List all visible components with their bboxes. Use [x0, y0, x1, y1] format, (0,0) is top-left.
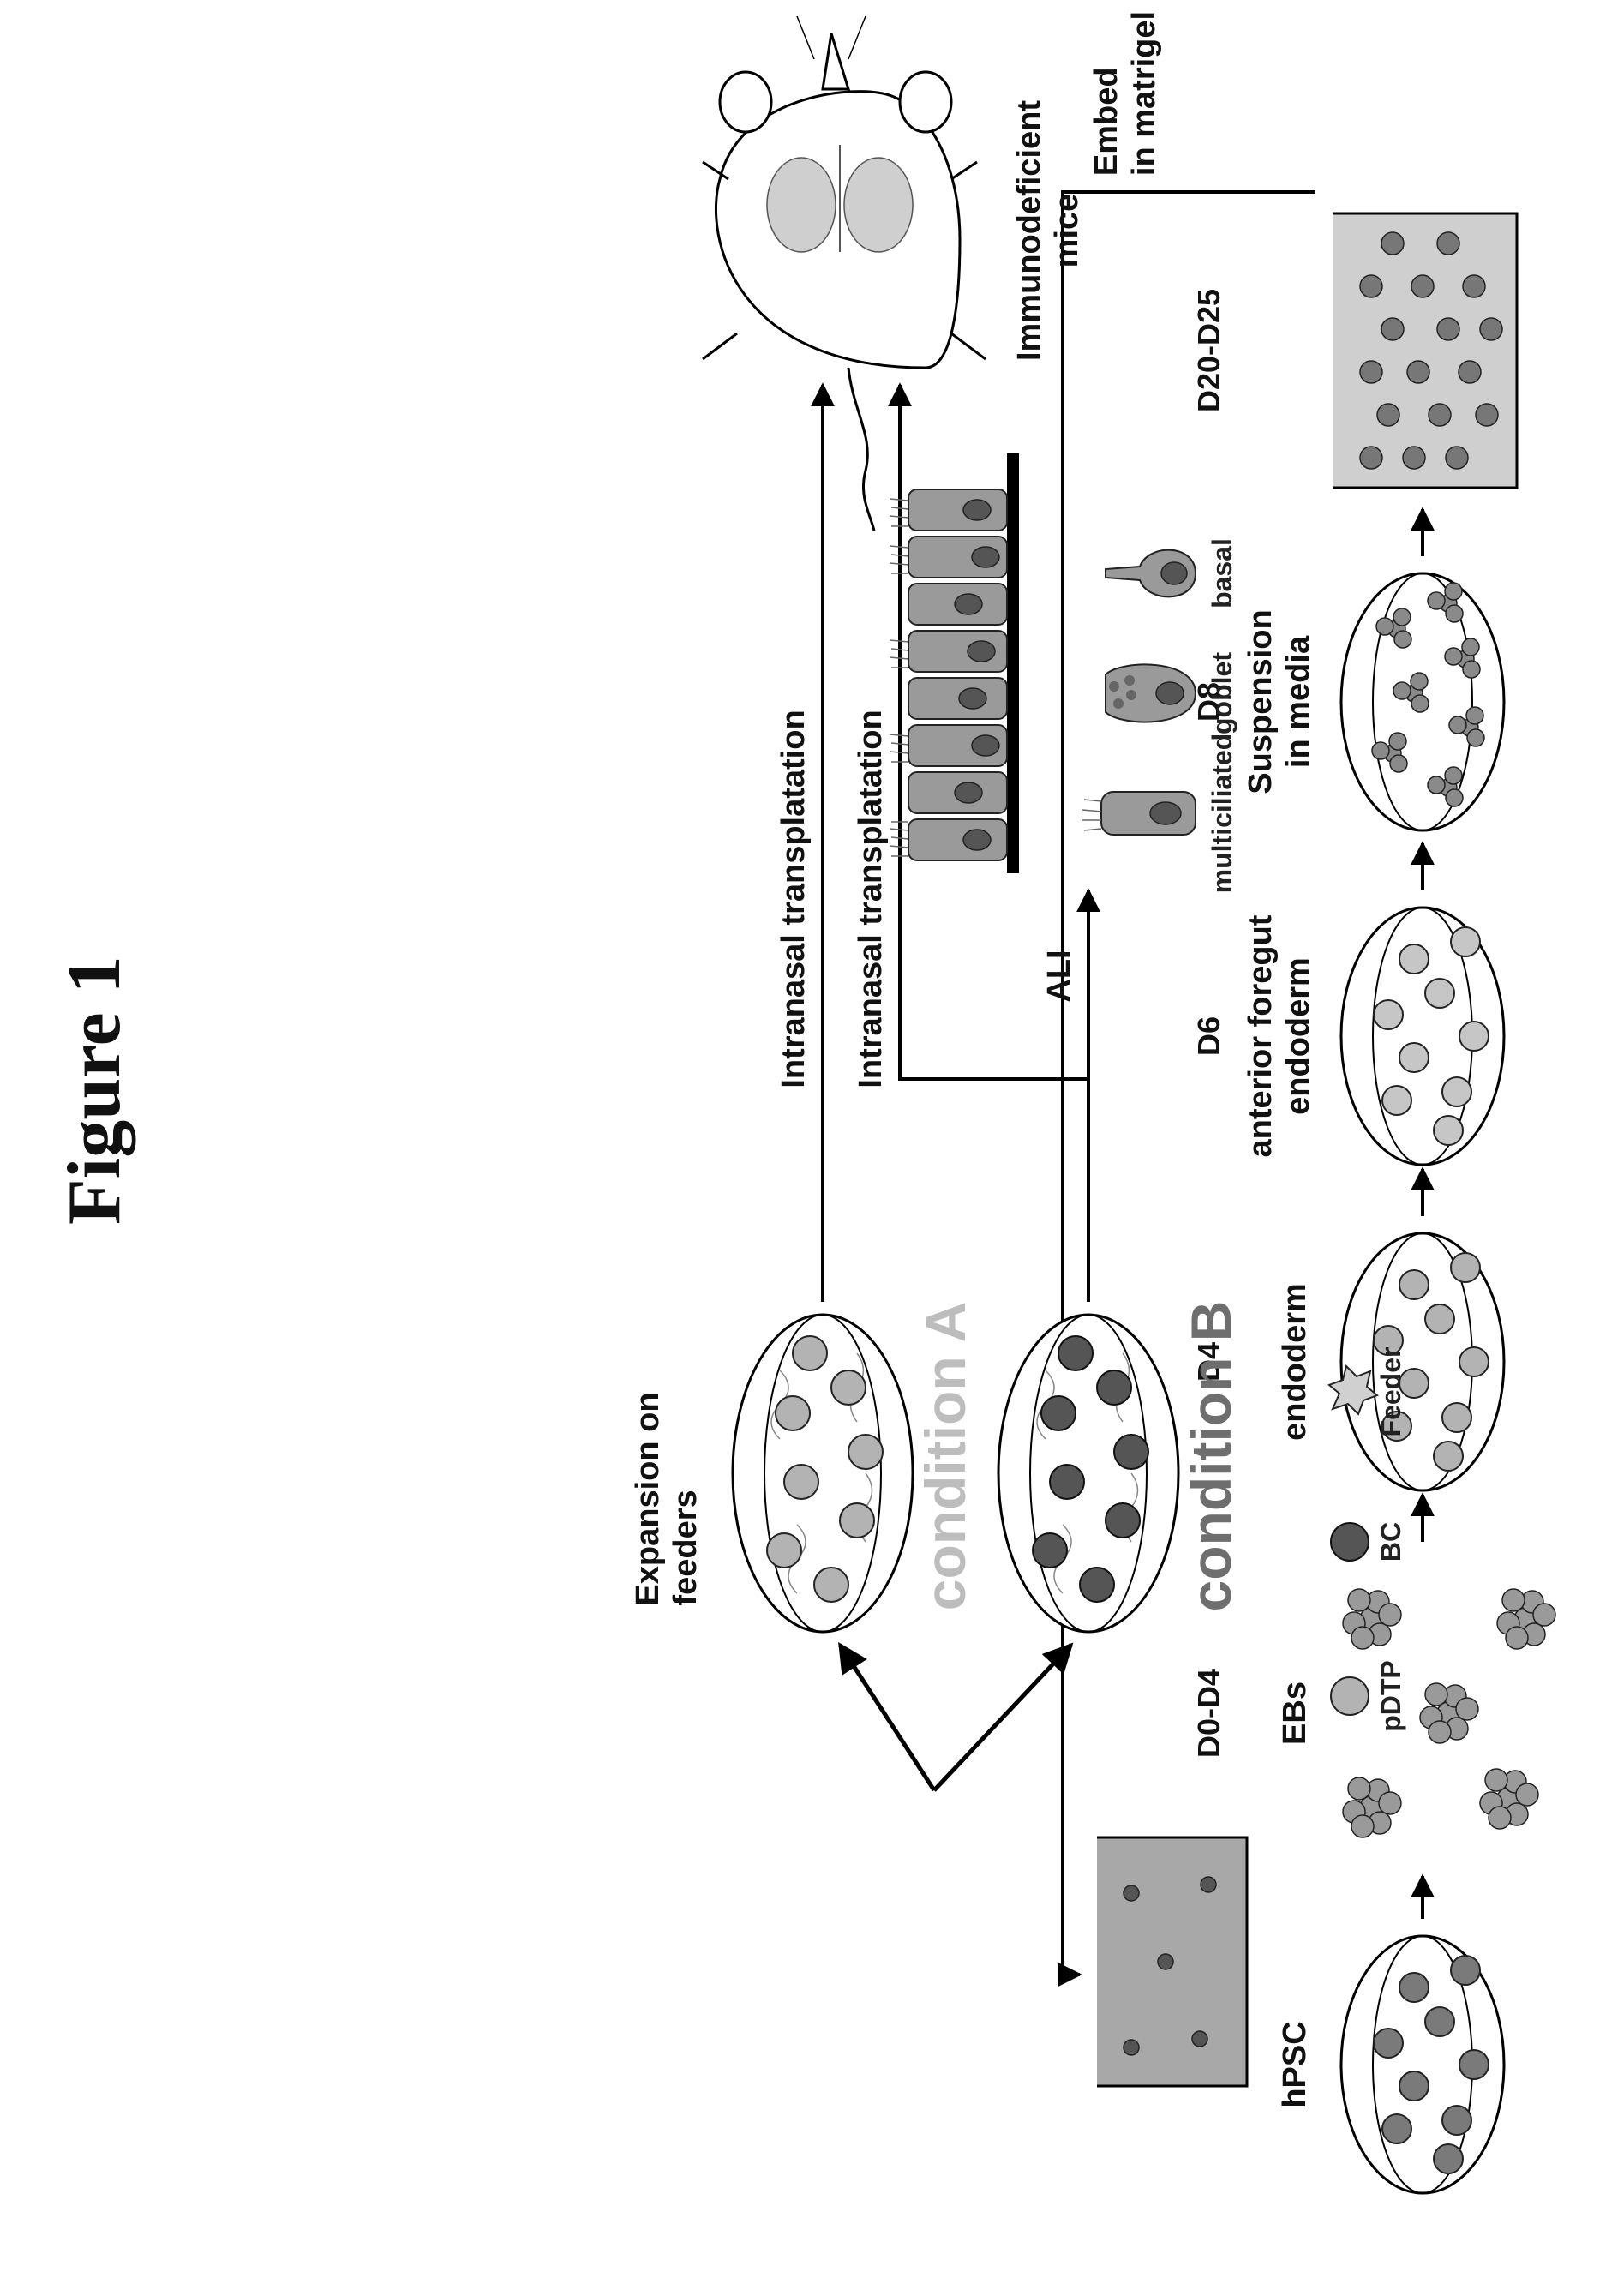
endoderm-dish: [1341, 1233, 1504, 1490]
immunodeficient-mice-label: Immunodeficient mice: [1011, 100, 1086, 361]
cell-type-label-goblet: goblet: [1207, 652, 1238, 734]
expansion-on-feeders-label: Expansion on feeders: [630, 1392, 704, 1605]
arrow-to-condition-a: [840, 1645, 934, 1790]
stage-day-ebs: D0-D4: [1191, 1669, 1227, 1758]
cell-type-label-multiciliated: multiciliated: [1207, 734, 1238, 894]
mouse-lungs: [767, 145, 913, 252]
stage-label-ebs: EBs: [1277, 1682, 1315, 1745]
ali-label: ALI: [1041, 950, 1079, 1002]
goblet-cell: [1106, 664, 1196, 722]
stage-label-suspension: Suspension in media: [1243, 609, 1317, 794]
condition-b-dish: [998, 1315, 1178, 1632]
mouse-illustration: [703, 16, 986, 531]
stage-day-matrigel: D20-D25: [1191, 289, 1227, 412]
legend-feeder-label: Feeder: [1375, 1347, 1407, 1437]
hpsc-dish: [1341, 1936, 1504, 2193]
dissociated-culture-dish: [1097, 1837, 1247, 2086]
stage-label-anterior-foregut-endoderm: anterior foregut endoderm: [1243, 915, 1317, 1158]
intranasal-transplantation-label-b: Intranasal transplatation: [853, 710, 890, 1088]
intranasal-transplantation-label-a: Intranasal transplatation: [776, 710, 813, 1088]
legend-pdtp-symbol: [1331, 1677, 1369, 1715]
anterior-foregut-endoderm-dish: [1341, 908, 1504, 1165]
stage-day-afe: D6: [1191, 1016, 1227, 1056]
condition-b-label: condition B: [1178, 1301, 1243, 1612]
cell-type-label-basal: basal: [1207, 538, 1238, 608]
stage-label-endoderm: endoderm: [1277, 1283, 1315, 1441]
multiciliated-cell: [1082, 792, 1196, 835]
condition-a-dish: [733, 1315, 913, 1632]
arrow-to-condition-b: [934, 1645, 1071, 1790]
ali-epithelium: [890, 453, 1019, 873]
figure-title: Figure 1: [51, 956, 138, 1225]
legend-bc-label: BC: [1375, 1522, 1407, 1562]
basal-cell: [1106, 550, 1196, 597]
legend-bc-symbol: [1331, 1523, 1369, 1561]
condition-a-label: condition A: [913, 1302, 978, 1611]
suspension-dish: [1341, 573, 1504, 830]
stage-label-hpsc: hPSC: [1277, 2021, 1315, 2107]
embed-matrigel-label: Embed in matrigel: [1088, 11, 1163, 176]
legend-pdtp-label: pDTP: [1375, 1660, 1407, 1732]
matrigel-embedded-spheres: [1333, 213, 1517, 488]
